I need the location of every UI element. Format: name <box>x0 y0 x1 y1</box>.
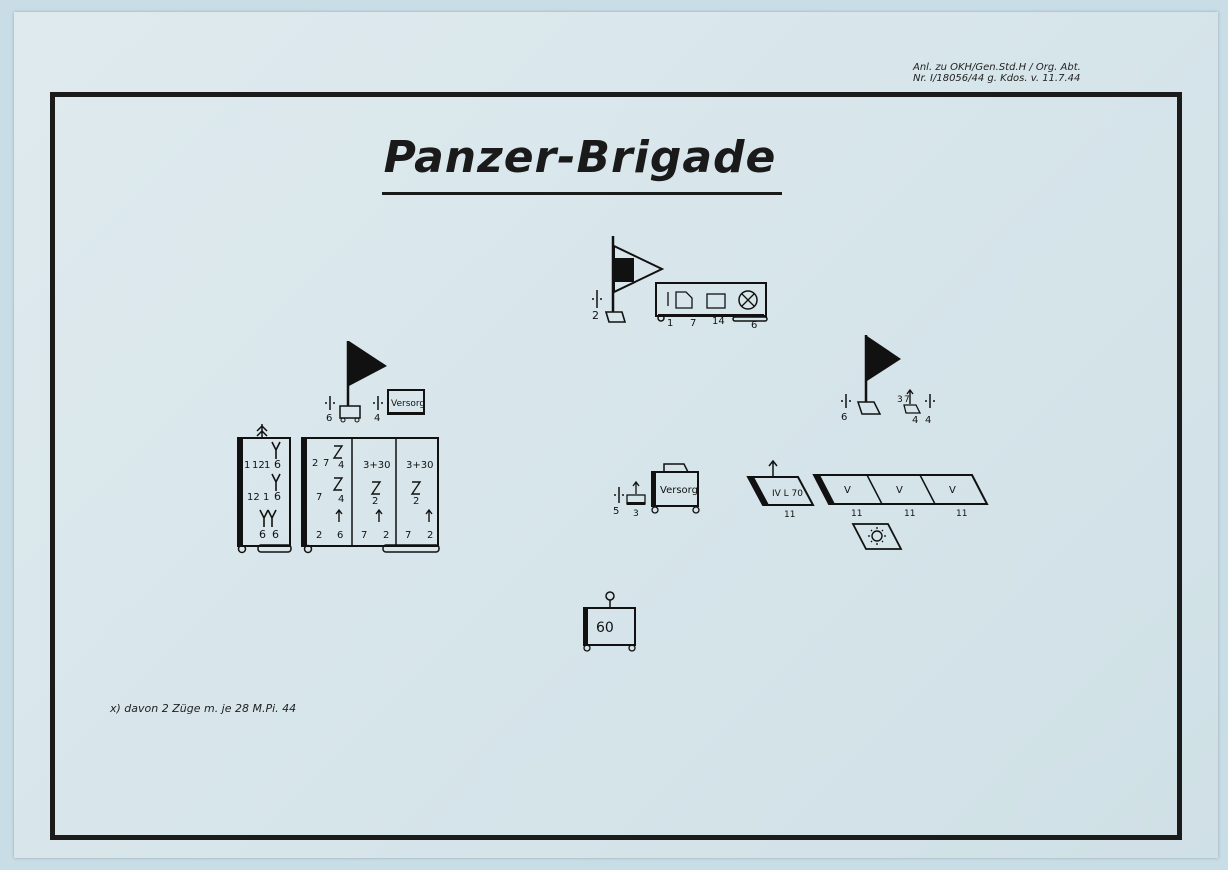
company-3-count: 11 <box>956 509 967 519</box>
supply-label: Versorg <box>391 399 425 409</box>
supply-vehicle-icon: Versorg <box>387 389 425 415</box>
heavy-company-icon <box>237 424 292 554</box>
rifle-r3-v3: 7 <box>361 530 367 541</box>
tank-destroyer-label: IV L 70 <box>772 489 803 499</box>
company-3-label: V <box>949 485 956 496</box>
panzer-supply-count: 5 <box>613 506 619 517</box>
heavy-row3-val2: 6 <box>272 528 279 541</box>
rifle-company-icon <box>301 437 440 554</box>
heavy-row1-val4: 6 <box>274 458 281 471</box>
hq-staff-count: 2 <box>592 309 599 322</box>
title-underline <box>382 192 782 195</box>
rifle-r3-v6: 2 <box>427 530 433 541</box>
heavy-row2-val1: 12 <box>247 492 260 503</box>
heavy-row2-val3: 6 <box>274 490 281 503</box>
panzer-supply-label: Versorg <box>660 485 698 496</box>
brigade-hq-group: 2 1 7 14 6 <box>592 236 768 331</box>
brigade-hq-flag-icon <box>604 236 665 323</box>
panzer-companies-icon: V V V <box>812 474 989 505</box>
company-2-count: 11 <box>904 509 915 519</box>
escort-count-2: 7 <box>904 395 910 405</box>
heavy-row1-val2: 12 <box>252 460 265 471</box>
heavy-row1-val3: 1 <box>264 460 270 471</box>
signal-count-4: 6 <box>751 320 757 331</box>
rifle-r1-v3: 4 <box>338 460 344 471</box>
staff-mark-icon <box>325 396 335 410</box>
signal-count-1: 1 <box>667 318 673 329</box>
rifle-r3-v1: 2 <box>316 530 322 541</box>
rifle-r1-v1: 2 <box>312 458 318 469</box>
battalion-supply-count: 4 <box>374 413 380 424</box>
tank-destroyer-icon: IV L 70 <box>746 459 815 506</box>
tank-destroyer-count: 11 <box>784 510 795 520</box>
company-1-label: V <box>844 485 851 496</box>
escort-count-1: 3 <box>897 395 903 405</box>
rifle-r3-v5: 7 <box>405 530 411 541</box>
staff-mark-icon <box>592 290 602 308</box>
rifle-r3-v2: 6 <box>337 530 343 541</box>
panzer-staff-count: 6 <box>841 412 847 423</box>
panzer-battalion-group: 6 3 7 4 4 5 3 Ver <box>613 335 989 550</box>
battalion-staff-count: 6 <box>326 413 332 424</box>
heavy-row2-val2: 1 <box>263 492 269 503</box>
supply-vehicle-icon: Versorg <box>651 463 700 514</box>
reference-line-1: Anl. zu OKH/Gen.Std.H / Org. Abt. <box>913 62 1081 73</box>
rifle-r2-v4: 2 <box>413 496 419 507</box>
escort-icon <box>903 388 935 414</box>
signal-vehicle-icon <box>655 282 768 322</box>
battalion-flag-icon <box>856 335 901 415</box>
document-sheet: Anl. zu OKH/Gen.Std.H / Org. Abt. Nr. I/… <box>14 12 1218 858</box>
staff-mark-icon <box>841 394 851 408</box>
escort-count-3: 4 <box>912 415 918 426</box>
rifle-r2-v2: 4 <box>338 494 344 505</box>
staff-mark-icon <box>373 396 383 410</box>
rifle-r1-v4: 3+30 <box>363 460 390 471</box>
grenadier-battalion-group: 6 4 Versorg 1 12 1 6 1 <box>237 341 440 554</box>
truck-column-icon: 60 <box>583 591 636 652</box>
staff-mark-icon <box>614 487 624 503</box>
rifle-r1-v5: 3+30 <box>406 460 433 471</box>
battalion-flag-icon <box>339 341 387 423</box>
rifle-r2-v1: 7 <box>316 492 322 503</box>
rifle-r1-v2: 7 <box>323 458 329 469</box>
rifle-r2-v3: 2 <box>372 496 378 507</box>
page-title: Panzer-Brigade <box>383 132 777 183</box>
signal-count-3: 14 <box>712 316 725 327</box>
panzer-supply-sub: 3 <box>633 509 639 519</box>
rifle-r3-v4: 2 <box>383 530 389 541</box>
footnote: x) davon 2 Züge m. je 28 M.Pi. 44 <box>110 702 297 715</box>
heavy-row1-val1: 1 <box>244 460 250 471</box>
signal-count-2: 7 <box>690 318 696 329</box>
diagram-frame <box>50 92 1182 840</box>
company-1-count: 11 <box>851 509 862 519</box>
company-2-label: V <box>896 485 903 496</box>
escort-count-4: 4 <box>925 415 931 426</box>
workshop-icon <box>626 480 646 505</box>
sun-icon <box>851 523 903 550</box>
heavy-row3-val1: 6 <box>259 528 266 541</box>
reference-line-2: Nr. I/18056/44 g. Kdos. v. 11.7.44 <box>913 73 1081 84</box>
truck-capacity: 60 <box>596 620 614 636</box>
